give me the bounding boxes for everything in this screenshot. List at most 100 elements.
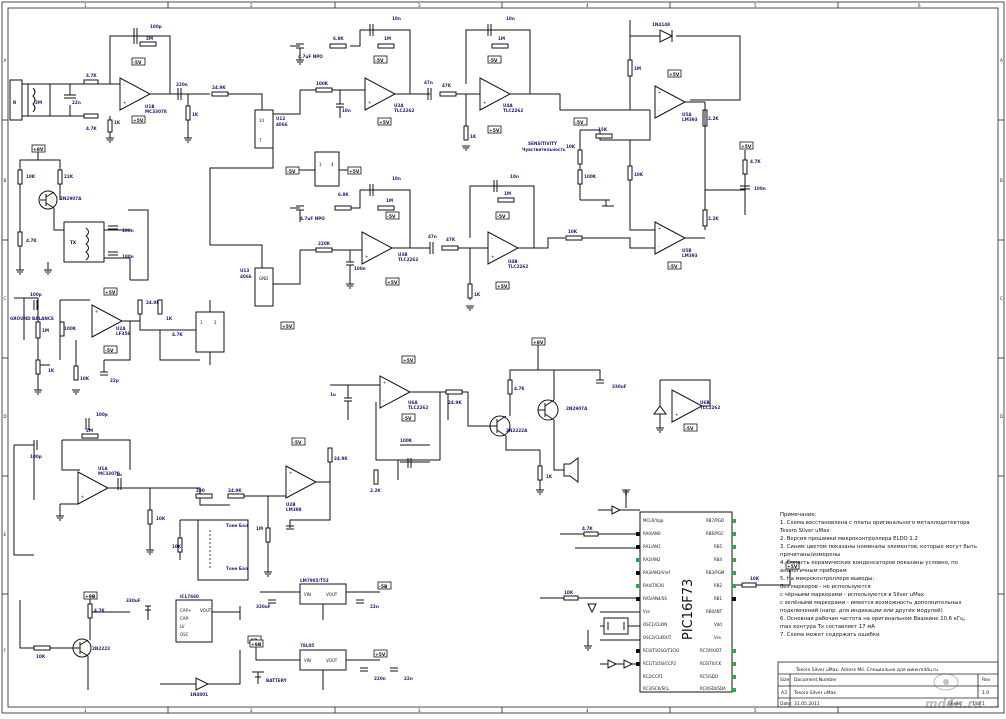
fb-u4a <box>491 43 509 49</box>
svg-text:1: 1 <box>200 320 203 325</box>
svg-text:RA1/AN1: RA1/AN1 <box>643 544 661 549</box>
opamp-u6b <box>671 389 704 423</box>
rx-preamp-section: R 2M 22n 4.7K 4.7K 1K -+ U1B MC33078 100… <box>9 24 263 143</box>
diode-bat <box>195 677 210 691</box>
svg-text:1K: 1K <box>114 120 121 125</box>
svg-text:+8V: +8V <box>33 147 44 153</box>
chip-u7 <box>175 599 213 643</box>
opamp-u1b <box>119 77 152 111</box>
svg-text:LF356: LF356 <box>116 331 130 336</box>
title-date: 31.05.2011 <box>794 701 820 707</box>
svg-text:-5V: -5V <box>685 426 694 432</box>
svg-text:U4B: U4B <box>508 259 518 264</box>
col-4: 4 <box>586 3 589 8</box>
svg-text:-: - <box>675 394 677 399</box>
svg-text:-: - <box>123 82 125 87</box>
svg-text:RB5: RB5 <box>714 544 723 549</box>
title-sheet: 1 of 1 <box>972 701 985 707</box>
svg-text:-: - <box>483 82 485 87</box>
svg-text:MCLR/Vpp: MCLR/Vpp <box>643 518 664 523</box>
svg-text:4.7uF NPO: 4.7uF NPO <box>298 54 323 59</box>
row-d: D <box>4 414 7 419</box>
svg-text:+5V: +5V <box>497 284 508 290</box>
svg-text:RC5/SDO: RC5/SDO <box>700 674 718 679</box>
note-line: аналогичным приборам <box>780 568 847 574</box>
q4-label: 2N2222 <box>92 646 110 651</box>
svg-text:RC0/T1OSO/T1CKI: RC0/T1OSO/T1CKI <box>643 648 679 653</box>
pic16f73-chip <box>639 511 733 693</box>
pwr-u5a <box>667 69 682 78</box>
svg-text:100p: 100p <box>30 292 42 297</box>
svg-text:10K: 10K <box>564 590 574 595</box>
pwr-u5b <box>667 261 682 270</box>
battery-label: BATTERY <box>266 678 288 683</box>
svg-text:RB1: RB1 <box>714 596 723 601</box>
note-line: подключений (напр. для индикации или дру… <box>780 607 943 614</box>
svg-text:4.7K: 4.7K <box>750 159 761 164</box>
svg-text:TLC2262: TLC2262 <box>394 108 414 113</box>
svg-text:4: 4 <box>331 162 334 167</box>
svg-text:2.2K: 2.2K <box>370 488 381 493</box>
svg-text:RB7/PGD: RB7/PGD <box>706 518 724 523</box>
note-line: 6. Основная рабочая частота на оригиналь… <box>780 616 966 622</box>
svg-text:22n: 22n <box>370 604 379 609</box>
threshold-pot <box>595 133 613 139</box>
svg-text:GND: GND <box>259 276 268 281</box>
svg-text:TLC2262: TLC2262 <box>508 264 528 269</box>
svg-text:+5V: +5V <box>669 72 680 78</box>
q2-label: 2N2222A <box>506 428 528 433</box>
row-c-right: C <box>1000 296 1003 301</box>
svg-text:1M: 1M <box>498 36 505 41</box>
switch-mid <box>314 151 340 187</box>
svg-text:+: + <box>123 100 126 105</box>
title-size: A3 <box>781 690 787 696</box>
col-1: 1 <box>84 3 87 8</box>
svg-text:7: 7 <box>259 138 262 143</box>
svg-text:220n: 220n <box>176 82 188 87</box>
sensitivity-label: SENSITIVITY <box>528 141 558 146</box>
svg-text:+: + <box>95 309 98 314</box>
opamp-u3a <box>364 77 397 111</box>
svg-text:-: - <box>491 236 493 241</box>
svg-text:U3B: U3B <box>398 252 408 257</box>
pin-markers-green <box>636 519 736 692</box>
pwr-u3a-top <box>373 55 388 64</box>
svg-text:+: + <box>368 100 371 105</box>
svg-text:+5V: +5V <box>741 144 752 150</box>
note-line: 4. Ёмкость керамических конденсаторов по… <box>780 559 958 566</box>
note-line: с чёрными маркерами - используются в Sil… <box>780 592 924 598</box>
svg-text:1N4001: 1N4001 <box>190 692 208 697</box>
svg-text:100K: 100K <box>316 81 329 86</box>
opamp-u4a <box>479 77 512 111</box>
microcontroller-section: PIC16F73 MCLR/Vpp RA0/AN0 RA1/AN1 RA2/AN… <box>540 489 800 693</box>
row-b: B <box>4 178 7 183</box>
pwr-mcu <box>785 561 800 570</box>
svg-text:+5V: +5V <box>403 358 414 364</box>
svg-text:RB0/INT: RB0/INT <box>706 609 723 614</box>
note-line: 7. Схема может содержать ошибки <box>780 632 880 638</box>
svg-text:100n: 100n <box>122 254 134 259</box>
q3-label: 2N2907A <box>566 406 588 411</box>
ground-balance-label: GROUND BALANCE <box>10 316 54 321</box>
svg-text:10n: 10n <box>342 108 351 113</box>
svg-text:Vdd: Vdd <box>714 622 722 627</box>
title-docnum-label: Document Number <box>794 677 837 683</box>
r-input-1 <box>83 79 99 85</box>
svg-text:-5V: -5V <box>403 416 412 422</box>
svg-text:100n: 100n <box>122 228 134 233</box>
note-line: 2. Версия прошивки микроконтроллера ELDO… <box>780 536 918 542</box>
opamp-u3b <box>361 231 394 265</box>
tx-oscillator: +8V 10K 22K 2N2907A 4.7K TX 100n 100n <box>16 144 149 281</box>
title-rev-label: Rev <box>982 677 991 683</box>
svg-text:RC2/CCP1: RC2/CCP1 <box>643 674 663 679</box>
svg-text:22n: 22n <box>404 676 413 681</box>
note-line: 3. Синим цветом показаны номиналы элемен… <box>780 544 977 550</box>
pwr-out <box>739 141 754 150</box>
rx-coil-connector <box>9 79 23 121</box>
row-markers: A B C D E F A B C D <box>4 58 1004 653</box>
fb-res-2m <box>139 41 157 47</box>
tone-switch-block <box>197 519 249 581</box>
